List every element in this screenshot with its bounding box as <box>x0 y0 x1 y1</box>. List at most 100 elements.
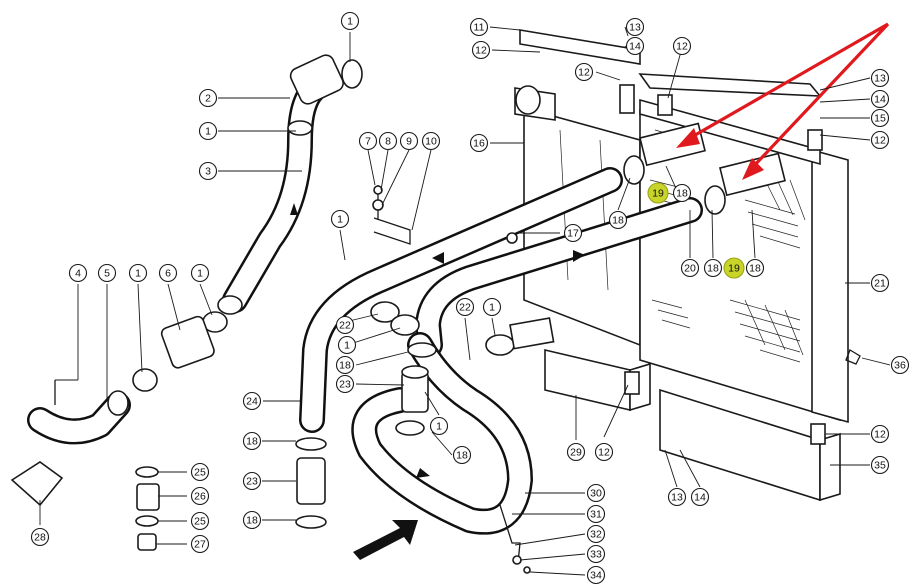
pipe-part-24 <box>301 169 621 431</box>
callout-label: 34 <box>590 570 602 582</box>
callout-circle <box>625 17 645 37</box>
callout-36: 36 <box>890 355 910 375</box>
callout-label: 1 <box>347 16 353 28</box>
side-tank <box>811 148 849 424</box>
callout-2: 2 <box>198 88 218 108</box>
hose-3-end <box>217 295 243 315</box>
callout-10: 10 <box>421 131 441 151</box>
top-rail <box>639 98 821 166</box>
callout-label: 20 <box>684 263 696 275</box>
callout-label: 35 <box>874 460 886 472</box>
callout-label: 3 <box>205 166 211 178</box>
callout-18: 18 <box>608 210 628 230</box>
callout-22: 22 <box>455 297 475 317</box>
callout-label: 24 <box>246 396 258 408</box>
callout-label: 30 <box>590 488 602 500</box>
hose-19-upper-end <box>623 155 645 185</box>
mount-bracket-part-11 <box>519 29 641 65</box>
callout-label: 18 <box>612 215 624 227</box>
callout-circle <box>378 131 398 151</box>
callout-label: 12 <box>578 67 590 79</box>
callout-circle <box>469 133 489 153</box>
callout-8: 8 <box>378 131 398 151</box>
callout-circle <box>242 471 262 491</box>
callout-label: 12 <box>598 447 610 459</box>
callout-18: 18 <box>745 258 765 278</box>
callout-circle <box>190 534 210 554</box>
callout-label: 18 <box>456 450 468 462</box>
callout-label: 12 <box>874 429 886 441</box>
callout-label: 13 <box>671 492 683 504</box>
callout-12: 12 <box>870 424 890 444</box>
callout-23: 23 <box>335 374 355 394</box>
callout-circle <box>335 355 355 375</box>
callout-16: 16 <box>469 133 489 153</box>
callout-label: 27 <box>194 539 206 551</box>
callout-28: 28 <box>30 527 50 547</box>
pipe-part-30 <box>353 334 531 533</box>
callout-label: 2 <box>205 93 211 105</box>
callout-18: 18 <box>452 445 472 465</box>
callout-label: 14 <box>629 41 641 53</box>
washer-part-9 <box>372 199 384 211</box>
callout-circle <box>198 88 218 108</box>
callout-label: 1 <box>205 126 211 138</box>
callout-circle <box>870 455 890 475</box>
flow-arrow-pipe-24 <box>432 252 444 264</box>
callout-circle <box>745 258 765 278</box>
callout-circle <box>242 510 262 530</box>
callout-circle <box>358 131 378 151</box>
callout-30: 30 <box>586 483 606 503</box>
callout-14: 14 <box>625 36 645 56</box>
callout-13: 13 <box>625 17 645 37</box>
callout-circle <box>608 210 628 230</box>
flow-arrow-hose-3 <box>290 203 298 215</box>
sensor-part-17 <box>506 232 518 244</box>
callout-label: 1 <box>436 421 442 433</box>
callout-label: 10 <box>425 136 437 148</box>
upper-bush-right <box>657 94 673 116</box>
callout-circle <box>190 511 210 531</box>
callout-circle <box>399 131 419 151</box>
callout-6: 6 <box>158 263 178 283</box>
callout-12: 12 <box>594 442 614 462</box>
callout-26: 26 <box>190 486 210 506</box>
callout-label: 33 <box>590 549 602 561</box>
callout-1: 1 <box>198 121 218 141</box>
clamp-18-upper <box>407 342 437 358</box>
callout-circle <box>594 442 614 462</box>
callout-label: 18 <box>246 436 258 448</box>
pipework <box>299 167 703 574</box>
callout-label: 1 <box>337 214 343 226</box>
callout-15: 15 <box>870 108 890 128</box>
clamp-18-lower <box>395 420 425 436</box>
callout-circle <box>158 263 178 283</box>
callout-12: 12 <box>471 40 491 60</box>
callout-circle <box>482 297 502 317</box>
callout-circle <box>198 161 218 181</box>
hose-part-23-stack <box>296 457 326 505</box>
callout-circle <box>690 487 710 507</box>
callout-label: 1 <box>135 268 141 280</box>
callout-29: 29 <box>566 442 586 462</box>
callout-label: 6 <box>165 268 171 280</box>
radiator-assembly <box>514 29 861 502</box>
callout-circle <box>647 182 669 204</box>
red-highlight-arrows <box>676 22 890 180</box>
callout-label: 19 <box>652 188 664 200</box>
callout-circle <box>190 263 210 283</box>
lower-support-part-35-end <box>819 432 841 502</box>
elbow-stub <box>509 317 555 350</box>
flow-arrow-large <box>353 520 418 560</box>
pipe-part-20 <box>417 199 701 356</box>
callout-label: 25 <box>194 467 206 479</box>
callout-label: 25 <box>194 516 206 528</box>
callout-circle <box>455 297 475 317</box>
leader-lines <box>39 26 891 576</box>
callout-24: 24 <box>242 391 262 411</box>
clamp-18-stack-bottom <box>295 515 327 529</box>
callout-circle <box>429 416 449 436</box>
callout-label: 21 <box>874 278 886 290</box>
callout-label: 1 <box>344 340 350 352</box>
